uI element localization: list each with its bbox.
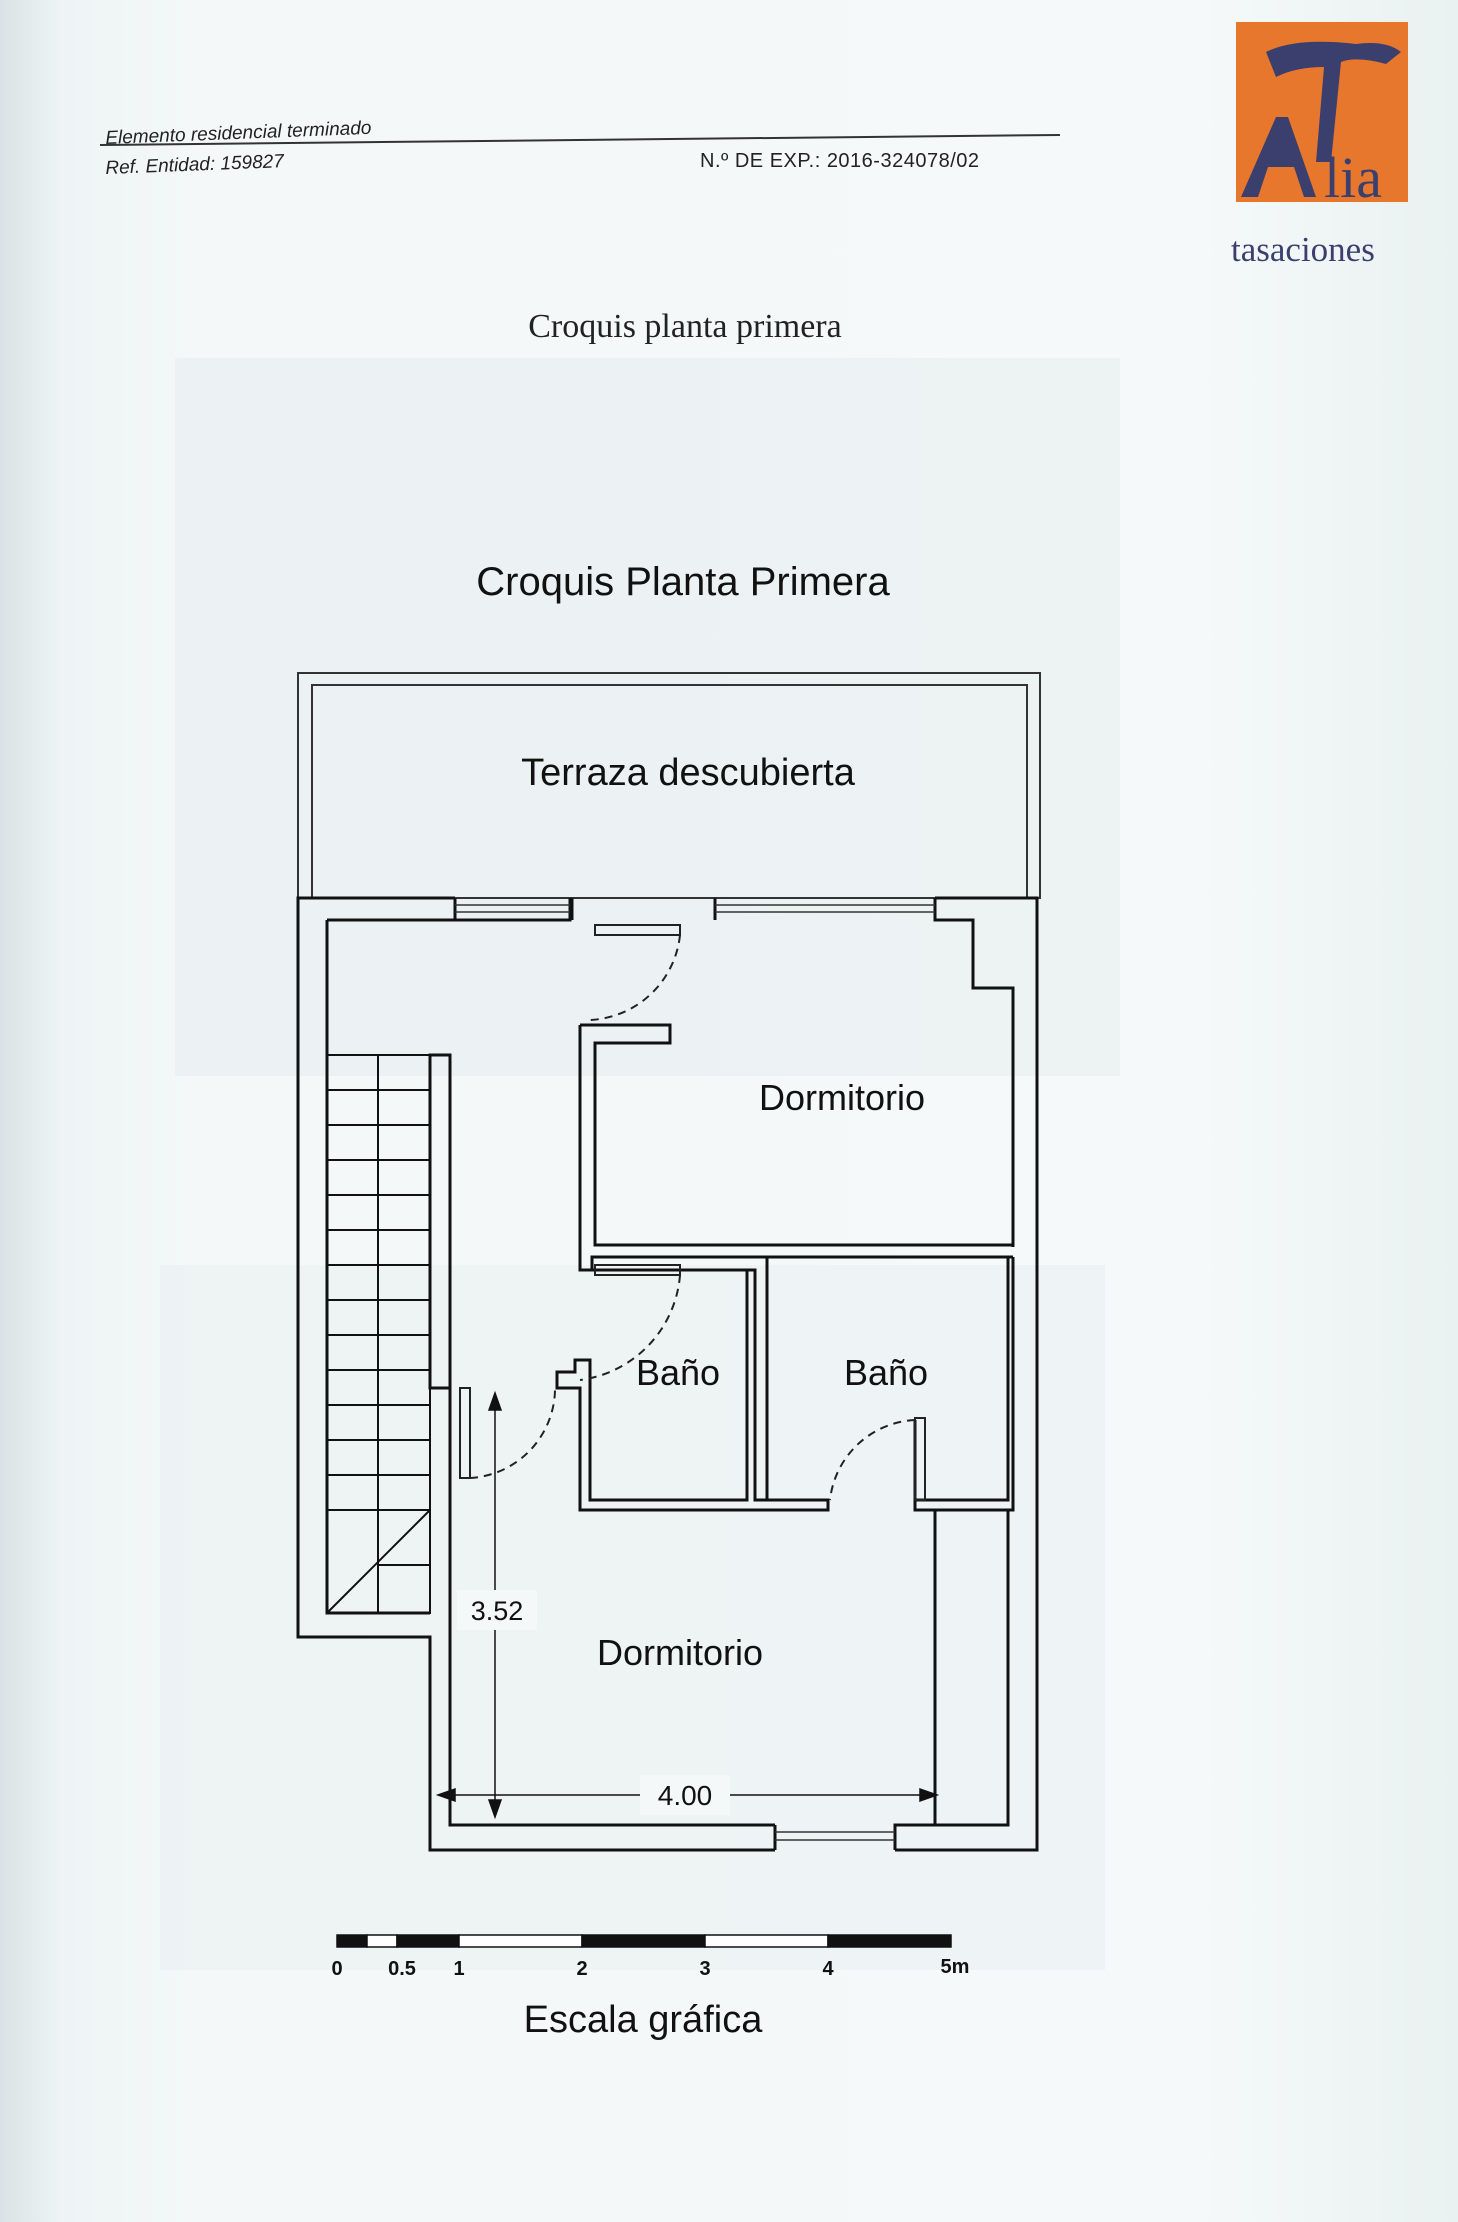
plan-title: Croquis Planta Primera <box>476 560 890 604</box>
scale-tick-4: 4 <box>822 1958 834 1980</box>
room-label-bath-right: Baño <box>844 1352 928 1393</box>
scale-tick-0-5: 0.5 <box>388 1958 416 1980</box>
terrace <box>297 672 1041 899</box>
dimension-height-bg <box>457 1590 537 1630</box>
scale-tick-1: 1 <box>453 1958 464 1980</box>
scale-tick-2: 2 <box>576 1958 587 1980</box>
scale-tick-3: 3 <box>699 1958 710 1980</box>
room-label-bedroom-top: Dormitorio <box>759 1077 925 1118</box>
header-expediente: N.º DE EXP.: 2016-324078/02 <box>700 150 980 172</box>
scale-caption: Escala gráfica <box>524 1999 764 2041</box>
dimension-width: 4.00 <box>658 1780 713 1811</box>
dimension-width-bg <box>640 1775 730 1815</box>
alia-logo: lia tasaciones <box>1231 22 1408 269</box>
doors <box>459 924 926 1501</box>
room-label-bedroom-bottom: Dormitorio <box>597 1632 763 1673</box>
room-label-bath-left: Baño <box>636 1352 720 1393</box>
staircase <box>326 1054 431 1614</box>
ghost-shadow-top <box>175 358 1120 1076</box>
windows <box>455 904 935 1841</box>
ghost-shadow-bottom <box>160 1265 1105 1970</box>
logo-subtitle: tasaciones <box>1231 230 1375 269</box>
logo-t-glyph: lia <box>1241 41 1401 202</box>
document-title: Croquis planta primera <box>528 308 842 345</box>
svg-text:lia: lia <box>1324 145 1382 202</box>
scale-tick-0: 0 <box>331 1958 342 1980</box>
scale-tick-5m: 5m <box>941 1956 970 1978</box>
room-label-terrace: Terraza descubierta <box>521 752 856 794</box>
scale-bar <box>336 1934 952 1948</box>
dimension-height: 3.52 <box>471 1596 524 1626</box>
